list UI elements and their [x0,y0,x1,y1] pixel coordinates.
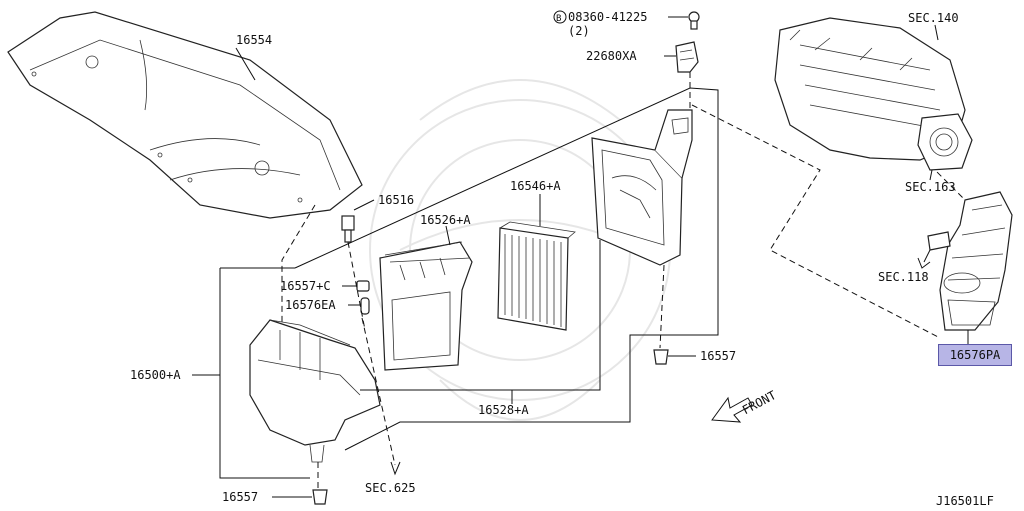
label-bolt-code[interactable]: 08360-41225 [568,10,647,24]
air-cleaner-upper-16528a[interactable] [591,109,693,266]
leader-16554 [235,47,256,81]
grommet-16557-bottom[interactable] [312,489,328,505]
leader-sec163 [929,169,933,181]
label-16557-bottom[interactable]: 16557 [222,490,258,504]
dash-cover-down [659,264,665,349]
hose-16576ea[interactable] [360,297,370,315]
air-cleaner-lower-16500a[interactable] [249,319,381,463]
leader-sec140 [934,24,939,41]
engine-cover-16554[interactable] [7,11,363,219]
label-16557-right[interactable]: 16557 [700,349,736,363]
label-bolt-marker: B [556,14,561,24]
label-16528a[interactable]: 16528+A [478,403,529,417]
arrow-sec625 [390,461,401,476]
intake-duct-16576pa[interactable] [939,191,1013,331]
bolt-08360-41225[interactable] [688,11,700,30]
clip-16516[interactable] [341,215,355,243]
label-sec625[interactable]: SEC.625 [365,481,416,495]
label-16554[interactable]: 16554 [236,33,272,47]
throttle-body-sec163[interactable] [917,113,973,171]
label-16576ea[interactable]: 16576EA [285,298,336,312]
label-16576pa-highlighted[interactable]: 16576PA [938,344,1012,366]
label-16546a[interactable]: 16546+A [510,179,561,193]
filter-element-16546a[interactable] [497,221,576,331]
label-sec163[interactable]: SEC.163 [905,180,956,194]
dash-maf-to-throttle [691,104,941,339]
dash-drain [361,317,396,466]
dash-clip-down [347,241,366,331]
label-16526a[interactable]: 16526+A [420,213,471,227]
dash-cover-to-box [281,204,316,330]
label-16500a[interactable]: 16500+A [130,368,181,382]
dash-throttle [929,164,966,201]
label-16557c[interactable]: 16557+C [280,279,331,293]
label-sec140[interactable]: SEC.140 [908,11,959,25]
front-arrow-icon [711,396,753,423]
leader-16526a [445,225,451,246]
label-front: FRONT [740,388,778,417]
bolt-marker-circle [553,10,567,24]
leader-16516 [353,199,375,211]
maf-sensor-22680xa[interactable] [675,41,699,73]
diagram-code: J16501LF [936,494,994,508]
label-sec118[interactable]: SEC.118 [878,270,929,284]
bracket-16500a [219,267,310,479]
grommet-16557c[interactable] [356,280,370,292]
label-16516[interactable]: 16516 [378,193,414,207]
bracket-16528a [294,87,719,451]
label-bolt-qty: (2) [568,24,590,38]
filter-frame-16526a[interactable] [379,241,473,371]
grommet-16557-right[interactable] [653,349,669,365]
intake-manifold-sec140[interactable] [774,17,966,161]
label-22680xa[interactable]: 22680XA [586,49,637,63]
hose-sec118[interactable] [917,231,951,269]
